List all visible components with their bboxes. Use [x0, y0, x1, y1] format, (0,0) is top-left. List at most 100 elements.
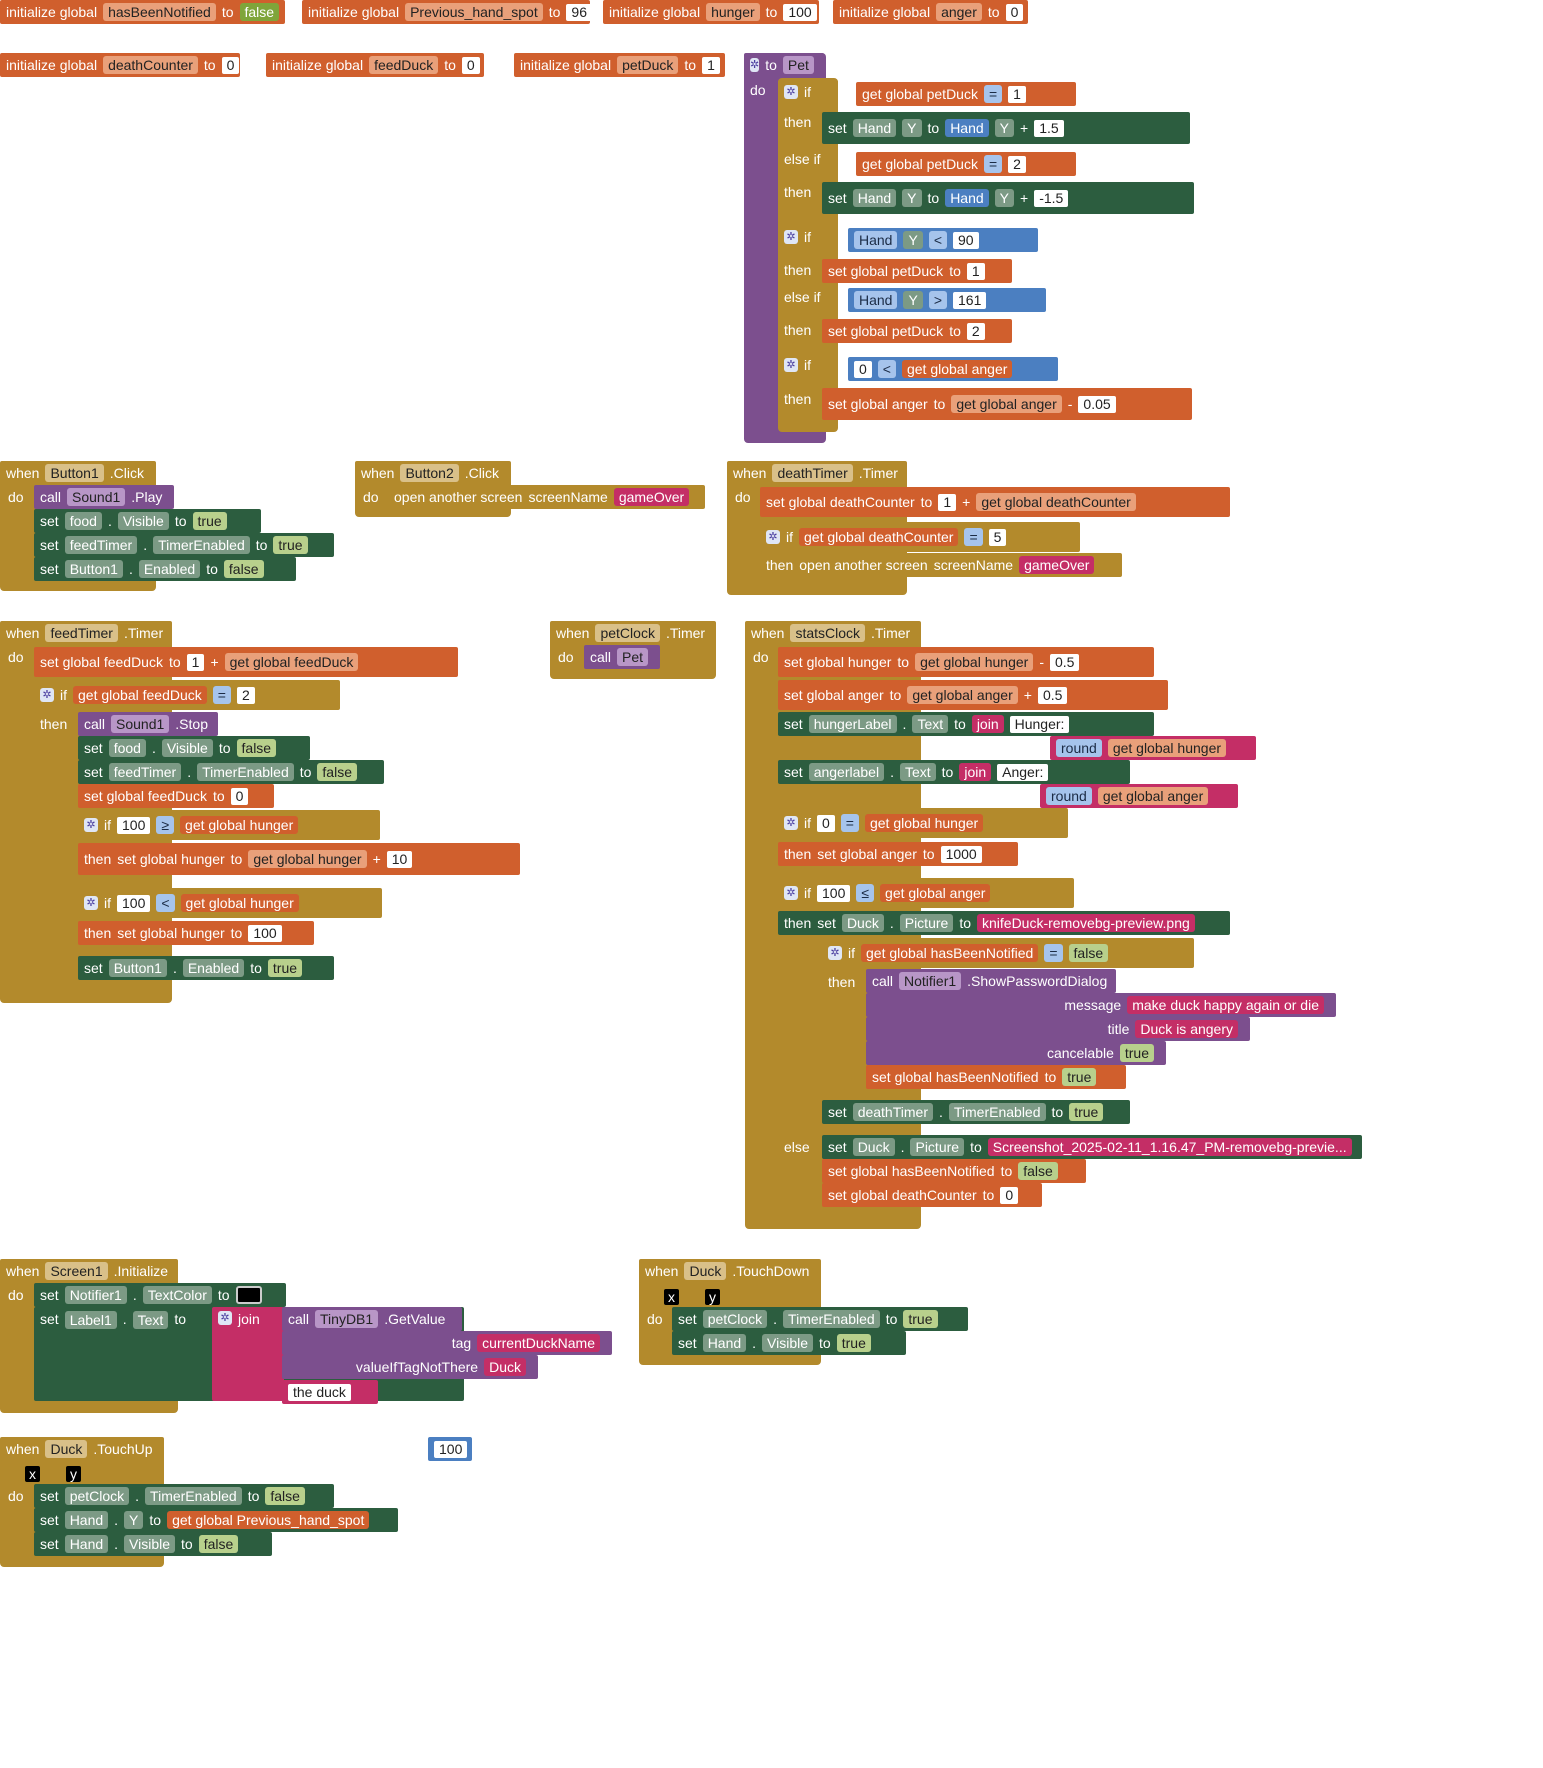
- gear-icon[interactable]: ✲: [828, 946, 842, 960]
- global-Previous_hand_spot[interactable]: initialize global Previous_hand_spot to …: [302, 0, 592, 24]
- gear-icon[interactable]: ✲: [784, 358, 798, 372]
- math-hand[interactable]: Hand: [945, 119, 989, 137]
- gear-icon[interactable]: ✲: [84, 896, 98, 910]
- operator[interactable]: =: [983, 85, 1003, 103]
- gear-icon[interactable]: ✲: [784, 886, 798, 900]
- set-petduck[interactable]: set global petDuck to 1: [822, 259, 1012, 283]
- var-name[interactable]: Previous_hand_spot: [405, 3, 543, 21]
- var-name[interactable]: deathCounter: [103, 56, 198, 74]
- text-the-duck[interactable]: the duck: [282, 1380, 378, 1404]
- gear-icon[interactable]: ✲: [84, 818, 98, 832]
- color-swatch-black[interactable]: [235, 1286, 262, 1304]
- param-x[interactable]: x: [664, 1289, 679, 1305]
- loose-number-block[interactable]: 100: [428, 1437, 472, 1461]
- global-hasBeenNotified[interactable]: initialize global hasBeenNotified to fal…: [0, 0, 285, 24]
- var-name[interactable]: hasBeenNotified: [103, 3, 216, 21]
- if-block[interactable]: ✲if: [778, 225, 838, 249]
- component-name[interactable]: Button1: [45, 464, 104, 482]
- gear-icon[interactable]: ✲: [40, 688, 54, 702]
- var-name[interactable]: feedDuck: [369, 56, 439, 74]
- global-deathCounter[interactable]: initialize global deathCounter to 0: [0, 53, 240, 77]
- anger-compare[interactable]: 0 < get global anger: [848, 357, 1058, 381]
- petduck-compare[interactable]: get global petDuck = 2: [856, 152, 1076, 176]
- get-var[interactable]: get global petDuck: [862, 86, 978, 102]
- set-petduck[interactable]: set global petDuck to 2: [822, 319, 1012, 343]
- hand-y-compare[interactable]: Hand Y > 161: [848, 288, 1046, 312]
- var-name[interactable]: petDuck: [617, 56, 679, 74]
- value-number[interactable]: 0: [461, 56, 480, 74]
- component-name[interactable]: Hand: [852, 119, 897, 137]
- if-block[interactable]: ✲if: [778, 353, 838, 377]
- petduck-compare[interactable]: get global petDuck = 1: [856, 82, 1076, 106]
- gear-icon[interactable]: ✲: [784, 230, 798, 244]
- global-anger[interactable]: initialize global anger to 0: [833, 0, 1028, 24]
- value-number[interactable]: 0: [1005, 3, 1024, 21]
- set-hand-y[interactable]: set Hand Y to Hand Y + -1.5: [822, 182, 1194, 214]
- gear-icon[interactable]: ✲: [784, 816, 798, 830]
- value-number[interactable]: 0: [221, 56, 240, 74]
- value-number[interactable]: 1: [702, 56, 720, 74]
- value-number[interactable]: 100: [783, 3, 817, 21]
- hand-y-compare[interactable]: Hand Y < 90: [848, 228, 1038, 252]
- gear-icon[interactable]: ✲: [750, 58, 760, 72]
- property-name[interactable]: Y: [994, 119, 1014, 137]
- global-petDuck[interactable]: initialize global petDuck to 1: [514, 53, 725, 77]
- procedure-pet-header[interactable]: ✲ to Pet: [744, 53, 824, 77]
- property-name[interactable]: Y: [902, 119, 922, 137]
- join-block[interactable]: ✲join: [212, 1307, 284, 1401]
- if-block[interactable]: ✲if: [778, 80, 838, 104]
- gear-icon[interactable]: ✲: [218, 1311, 232, 1325]
- procedure-name[interactable]: Pet: [782, 56, 814, 74]
- global-feedDuck[interactable]: initialize global feedDuck to 0: [266, 53, 484, 77]
- gear-icon[interactable]: ✲: [784, 85, 798, 99]
- set-anger[interactable]: set global anger to get global anger - 0…: [822, 388, 1192, 420]
- gear-icon[interactable]: ✲: [766, 530, 780, 544]
- value-false[interactable]: false: [239, 3, 280, 21]
- param-y[interactable]: y: [66, 1466, 81, 1482]
- set-hand-y[interactable]: set Hand Y to Hand Y + 1.5: [822, 112, 1190, 144]
